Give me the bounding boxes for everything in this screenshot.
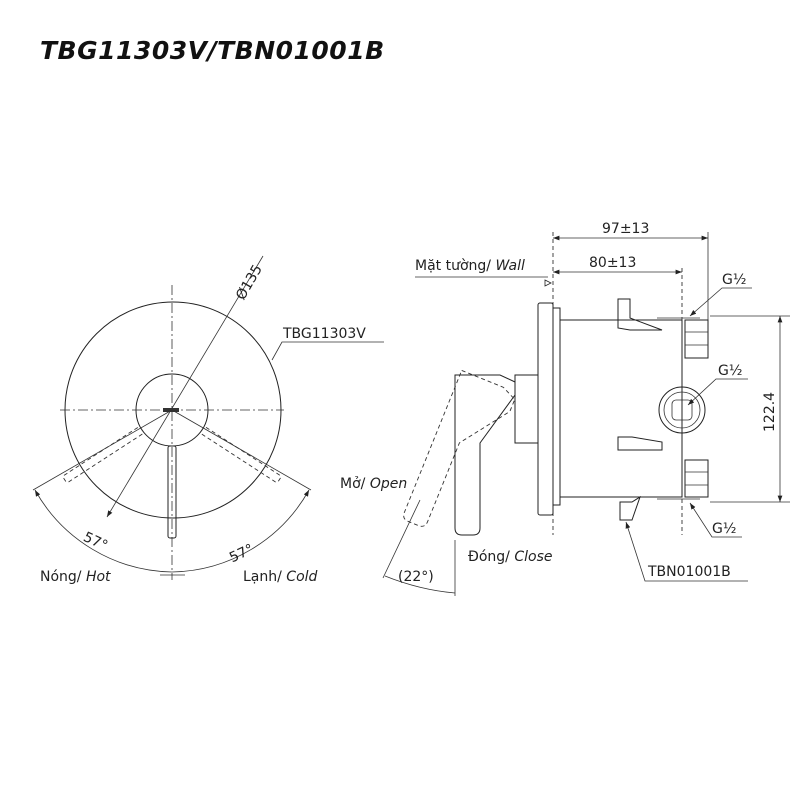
angle-right-label: 57° bbox=[227, 541, 256, 566]
handle-hot-position bbox=[62, 426, 144, 483]
hot-label: Nóng/ Hot bbox=[40, 569, 111, 585]
handle-stem bbox=[514, 374, 539, 444]
wall-label: Mặt tường/ Wall bbox=[415, 258, 525, 274]
valve-body bbox=[559, 319, 683, 498]
diameter-label: Ø135 bbox=[233, 262, 266, 303]
dim-body-label: 80±13 bbox=[589, 255, 636, 271]
angle-arc bbox=[34, 489, 310, 573]
angle-left-label: 57° bbox=[81, 529, 110, 554]
close-label: Đóng/ Close bbox=[468, 549, 552, 565]
handle-cold-position bbox=[200, 426, 282, 483]
handle-lever bbox=[454, 374, 516, 536]
side-part-label: TBN01001B bbox=[647, 564, 731, 580]
drawing-title: TBG11303V/TBN01001B bbox=[40, 36, 385, 65]
port-middle-label: G½ bbox=[718, 363, 742, 379]
cover-plate-side bbox=[537, 302, 554, 516]
wall-marker bbox=[544, 279, 552, 287]
port-top-label: G½ bbox=[722, 272, 746, 288]
cold-label: Lạnh/ Cold bbox=[243, 569, 318, 585]
handle-open-position bbox=[403, 369, 516, 527]
open-angle-label: (22°) bbox=[398, 569, 434, 585]
dim-height-label: 122.4 bbox=[762, 392, 778, 432]
front-view: 57° 57° Ø135 TBG11303V Nóng/ Hot Lạnh/ C… bbox=[32, 255, 384, 585]
side-view: 97±13 80±13 Mặt tường/ Wall bbox=[340, 221, 790, 596]
open-label: Mở/ Open bbox=[340, 476, 407, 492]
port-bottom bbox=[684, 459, 709, 498]
port-bottom-label: G½ bbox=[712, 521, 736, 537]
dim-total-label: 97±13 bbox=[602, 221, 649, 237]
front-part-label: TBG11303V bbox=[282, 326, 366, 342]
diameter-line bbox=[106, 255, 264, 518]
port-top bbox=[684, 319, 709, 359]
port-middle bbox=[658, 386, 706, 434]
